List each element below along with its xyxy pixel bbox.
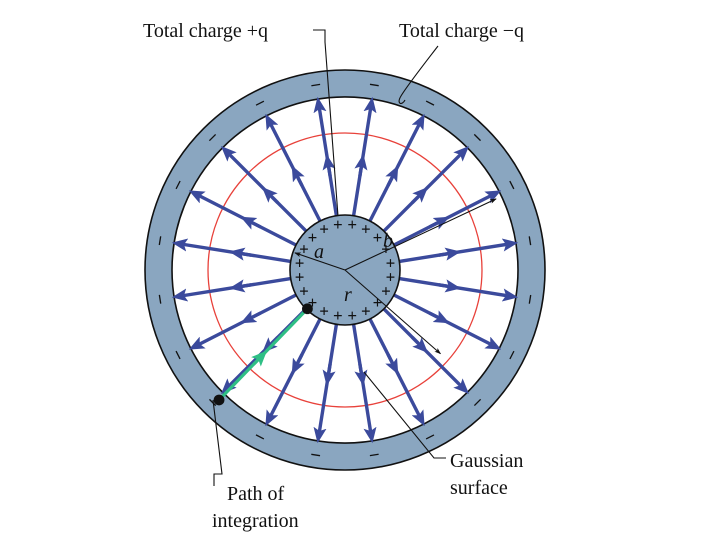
radius-indicators bbox=[294, 198, 497, 355]
field-line-mid-arrow bbox=[428, 216, 450, 230]
leader-path-of-integration bbox=[212, 399, 223, 486]
positive-sign: + bbox=[295, 268, 305, 287]
field-line bbox=[265, 113, 322, 222]
field-line bbox=[188, 190, 297, 247]
label-radius-b: b bbox=[383, 230, 393, 252]
field-line-mid-arrow bbox=[322, 154, 336, 177]
negative-sign: − bbox=[150, 234, 172, 248]
field-line-mid-arrow bbox=[354, 363, 368, 386]
negative-sign: − bbox=[367, 443, 381, 465]
field-line bbox=[368, 318, 425, 427]
positive-sign: + bbox=[386, 268, 396, 287]
field-line-mid-arrow bbox=[428, 310, 450, 324]
label-gaussian-surface-line1: Gaussian bbox=[450, 450, 523, 472]
label-leader-lines bbox=[212, 29, 446, 486]
field-line-mid-arrow bbox=[322, 363, 336, 386]
integration-start-dot bbox=[213, 394, 225, 406]
negative-sign: − bbox=[518, 292, 540, 306]
field-line-mid-arrow bbox=[262, 187, 280, 205]
shell-annulus bbox=[144, 69, 546, 471]
positive-sign: + bbox=[373, 228, 383, 247]
field-line-mid-arrow bbox=[438, 279, 461, 293]
field-line bbox=[393, 293, 502, 350]
positive-sign: + bbox=[299, 240, 309, 259]
integration-path-arrow bbox=[251, 350, 268, 367]
negative-sign: − bbox=[367, 75, 381, 97]
radius-r-arrow bbox=[344, 269, 441, 355]
positive-sign: + bbox=[295, 253, 305, 272]
positive-sign: + bbox=[333, 215, 343, 234]
field-line-mid-arrow bbox=[385, 165, 399, 187]
field-line-mid-arrow bbox=[291, 353, 305, 375]
gaussian-circle bbox=[207, 132, 483, 408]
positive-sign: + bbox=[373, 293, 383, 312]
label-total-charge-positive: Total charge +q bbox=[143, 20, 268, 42]
integration-end-dot bbox=[302, 303, 313, 315]
positive-sign: + bbox=[333, 306, 343, 325]
label-gaussian-surface-line2: surface bbox=[450, 477, 508, 499]
positive-charge-marks: ++++++++++++++++++++ bbox=[295, 215, 396, 325]
field-line-mid-arrow bbox=[240, 310, 262, 324]
field-line-mid-arrow bbox=[438, 247, 461, 261]
label-total-charge-negative: Total charge −q bbox=[399, 20, 524, 42]
label-radius-r: r bbox=[344, 284, 352, 306]
field-line-mid-arrow bbox=[229, 279, 252, 293]
field-line-mid-arrow bbox=[354, 154, 368, 177]
positive-sign: + bbox=[361, 301, 371, 320]
field-line bbox=[393, 190, 502, 247]
positive-sign: + bbox=[386, 253, 396, 272]
positive-sign: + bbox=[361, 220, 371, 239]
field-line bbox=[368, 113, 425, 222]
positive-sign: + bbox=[347, 306, 357, 325]
field-line-mid-arrow bbox=[410, 335, 428, 353]
label-path-of-integration-line1: Path of bbox=[227, 483, 285, 505]
label-radius-a: a bbox=[314, 241, 324, 263]
leader-total-charge-negative bbox=[398, 45, 439, 105]
field-line-mid-arrow bbox=[229, 247, 252, 261]
field-line bbox=[188, 293, 297, 350]
negative-sign: − bbox=[309, 75, 323, 97]
gaussian-surface-circle bbox=[207, 132, 483, 408]
field-line bbox=[382, 307, 470, 395]
path-of-integration bbox=[213, 303, 313, 406]
field-line-mid-arrow bbox=[385, 353, 399, 375]
leader-gaussian-surface bbox=[363, 371, 446, 459]
positive-sign: + bbox=[319, 301, 329, 320]
field-line-mid-arrow bbox=[410, 187, 428, 205]
label-path-of-integration-line2: integration bbox=[212, 510, 299, 532]
field-line-mid-arrow bbox=[240, 216, 262, 230]
positive-sign: + bbox=[381, 281, 391, 300]
electric-field-lines bbox=[171, 96, 519, 444]
negative-sign: − bbox=[150, 292, 172, 306]
outer-conducting-shell bbox=[144, 69, 546, 471]
leader-total-charge-positive bbox=[313, 29, 339, 217]
field-line bbox=[220, 145, 308, 233]
positive-sign: + bbox=[381, 240, 391, 259]
field-line-mid-arrow bbox=[291, 165, 305, 187]
negative-sign: − bbox=[309, 443, 323, 465]
negative-sign: − bbox=[518, 234, 540, 248]
positive-sign: + bbox=[308, 293, 318, 312]
positive-sign: + bbox=[308, 228, 318, 247]
positive-sign: + bbox=[347, 215, 357, 234]
radius-b-arrow bbox=[344, 198, 497, 271]
field-line bbox=[265, 318, 322, 427]
positive-sign: + bbox=[299, 281, 309, 300]
positive-sign: + bbox=[319, 220, 329, 239]
radius-a-arrow bbox=[294, 252, 346, 271]
